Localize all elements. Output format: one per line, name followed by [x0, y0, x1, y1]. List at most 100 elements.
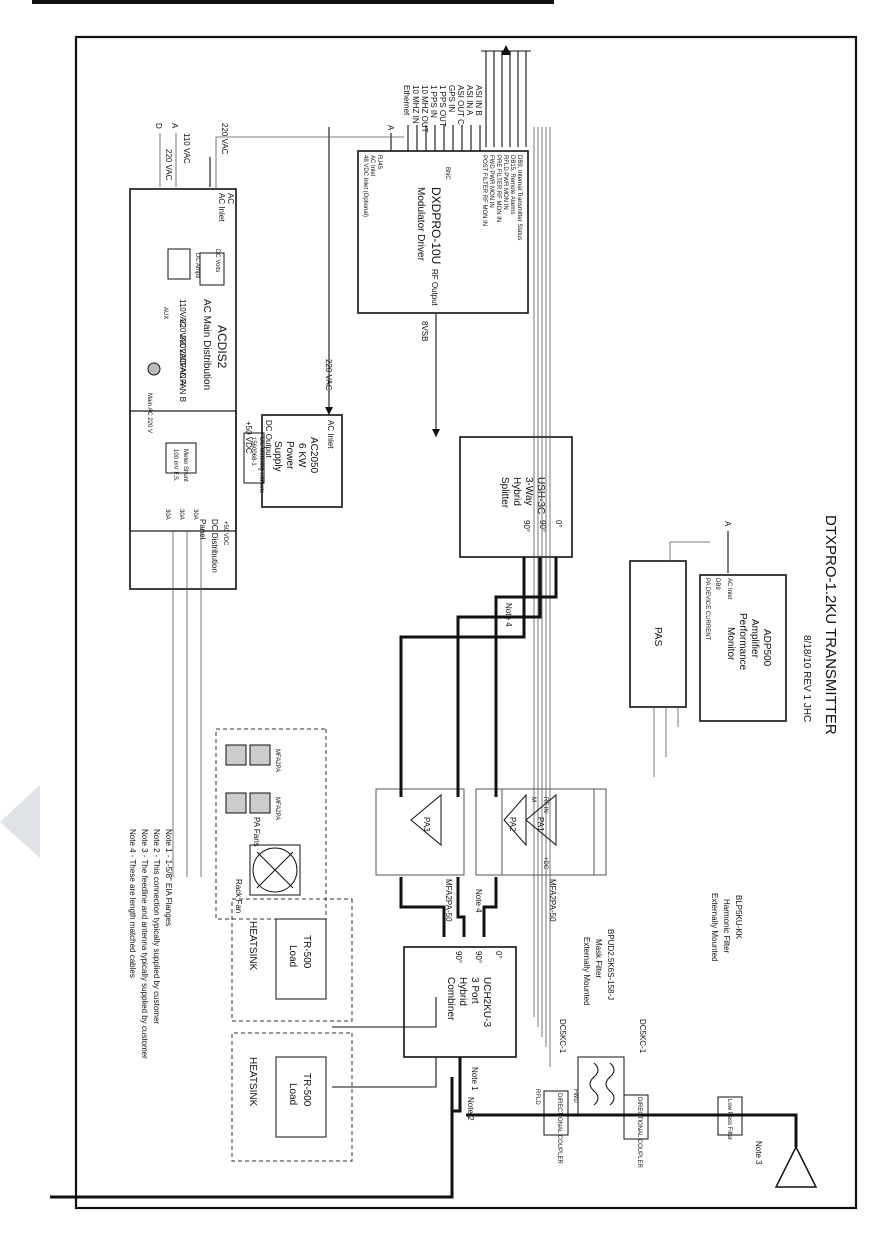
note-2: Note 3 - The feedline and antenna typica… — [140, 829, 149, 1059]
mask-name: BPUD2.5K6S-158-J — [606, 929, 615, 1000]
acdis-out-5: FAN B — [178, 379, 187, 402]
diagram-frame — [74, 35, 858, 1210]
ac-feed-a: A — [170, 123, 179, 129]
breaker-1: 30A — [178, 509, 184, 520]
harmonic-line2: Harmonic Filter — [722, 899, 731, 954]
pas-name: PAS — [652, 627, 663, 647]
mod-port-0: DB9, Internal Transmitter Status — [516, 155, 522, 240]
mod-input-3: GPS IN — [447, 85, 456, 112]
acdis-dc-volts: DC Volts — [214, 249, 220, 272]
acdis-main-ac: Main AC 220 V — [146, 393, 152, 433]
dc-panel-title2: Panel — [198, 519, 207, 540]
load-2-box — [275, 918, 327, 1000]
splitter-line2: 3-Way — [523, 477, 534, 506]
acdis-out-4: FAN A — [178, 363, 187, 386]
adp-line4: Monitor — [725, 627, 736, 661]
adp-name: ADP500 — [761, 629, 772, 667]
antenna-icon — [774, 1145, 818, 1188]
splitter-name: USH-3C — [535, 477, 546, 514]
pas-box — [629, 560, 687, 708]
ac-feed-110: 110 VAC — [182, 133, 191, 164]
mod-ac-label: A — [386, 125, 395, 131]
pa2-label: PA2 — [508, 817, 517, 832]
pa-vdc: +DC — [542, 857, 548, 870]
mod-port-2: RFLD PWR MON IN — [502, 155, 508, 210]
fan-indicator-icon — [147, 362, 161, 376]
mod-input-8: Ethernet — [402, 85, 411, 116]
mod-right-1: AC Inlet — [369, 155, 375, 177]
ps-dc-output: DC Output — [264, 420, 273, 459]
dc-panel-title: DC Distribution — [210, 519, 219, 573]
ps-label: Power — [284, 441, 295, 470]
adp-ac-label: A — [723, 521, 732, 527]
splitter-box — [459, 436, 573, 558]
acdis-box — [129, 188, 237, 590]
acdis-out-0: 110VAC — [178, 299, 187, 328]
fan-a-label: MFA2PA — [274, 797, 280, 820]
ps-rating: 6 KW — [296, 443, 307, 468]
load-1-heatsink: HEATSINK — [247, 1057, 258, 1107]
adp500-box — [699, 574, 787, 722]
coupler-1-name: DC5KC-1 — [558, 1019, 567, 1054]
splitter-port-1: 0° — [554, 520, 563, 528]
fan-b-label: MFA2PA — [274, 749, 280, 772]
mask-line3: Externally Mounted — [582, 937, 591, 1005]
dc-panel-box — [129, 410, 237, 532]
ac-feed-220: 220 VAC — [164, 149, 173, 181]
note4-label-b: Note 4 — [474, 889, 483, 913]
acdis-aux: AUX — [162, 307, 168, 319]
harmonic-box-label: Low Pass Filter — [726, 1099, 732, 1140]
acdis-dc-amps: DC Amps — [194, 253, 200, 278]
acdis-name: ACDIS2 — [215, 325, 229, 369]
load-2-sub: Load — [287, 945, 298, 967]
mod-right-2: 48 VDC Inlet (Optional) — [362, 155, 368, 217]
adp-line3: Performance — [737, 613, 748, 671]
ac-feed-220-top: 220 VAC — [220, 123, 229, 155]
ps-vdc: +50 VDC — [244, 421, 253, 454]
combiner-line4: Combiner — [445, 977, 456, 1021]
mask-filter-box — [577, 1056, 625, 1116]
acdis-out-1: 220VAC — [178, 319, 187, 348]
adp-ac-inlet: AC Inlet — [726, 578, 732, 600]
ps-ac-inlet: AC Inlet — [326, 420, 335, 449]
splitter-vsb-label: 8VSB — [420, 321, 429, 341]
breaker-0: 30A — [192, 509, 198, 520]
acdis-ac: AC — [226, 193, 235, 204]
diagram-title: DTXPRO-1.2KU TRANSMITTER — [822, 515, 839, 735]
combiner-line2: 3 Port — [469, 977, 480, 1004]
coupler-1-fwd: FWD — [572, 1089, 578, 1103]
note2-label: Note 2 — [466, 1097, 475, 1121]
acdis-subtitle: AC Main Distribution — [201, 299, 212, 390]
note-0: Note 1 - 1-5/8" EIA Flanges — [164, 829, 173, 926]
mod-port-5: POST FILTER RF MON IN — [481, 155, 487, 226]
dc-panel-vdc: +50 VDC — [222, 521, 228, 546]
ps-name: AC2050 — [308, 437, 319, 474]
ac-feed-d: D — [154, 123, 163, 129]
adp-current: PA DEVICE CURRENT — [704, 578, 710, 641]
mod-input-0: ASI IN B — [474, 85, 483, 116]
mod-input-1: ASI IN A — [465, 85, 474, 116]
splitter-line3: Hybrid — [511, 477, 522, 506]
dc-shunt2: 100 mV F.S. — [172, 449, 178, 482]
mod-input-6: 10 MHZ OUT — [420, 85, 429, 133]
mod-bnc: BNC — [444, 167, 450, 180]
load-1-name: TR-500 — [301, 1073, 312, 1107]
mod-port-4: FWD PWR MON IN — [488, 155, 494, 208]
page-marker-icon — [0, 785, 40, 858]
adp-line2: Amplifier — [749, 619, 760, 659]
rack-fan-icon — [249, 844, 301, 896]
note4-label: Note 4 — [504, 603, 513, 627]
combiner-line3: Hybrid — [457, 977, 468, 1006]
mod-input-5: 1 PPS IN — [429, 85, 438, 118]
note1-a: Note 1 — [470, 1067, 479, 1091]
load-2-name: TR-500 — [301, 935, 312, 969]
mod-input-2: ASI OUT C — [456, 85, 465, 125]
combiner-port-2: 90° — [454, 951, 463, 963]
mod-port-3: PRE FILTER RF MON IN — [495, 155, 501, 222]
modulator-subtitle: Modulator Driver — [415, 187, 426, 262]
breaker-2: 30A — [164, 509, 170, 520]
modulator-box — [357, 150, 529, 314]
note3-label: Note 3 — [754, 1141, 763, 1165]
